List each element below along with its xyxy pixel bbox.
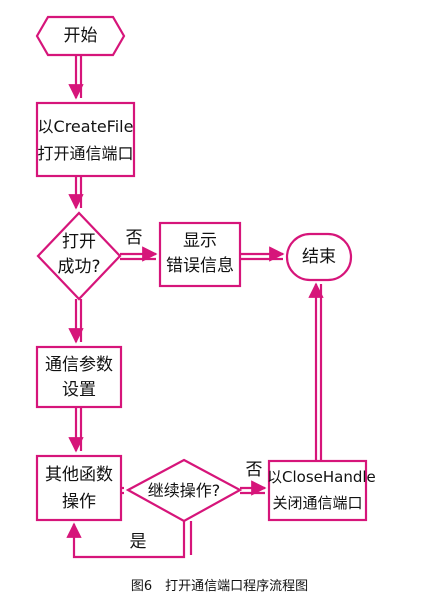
arrow-success-to-error (120, 246, 158, 262)
edge-label-no-2: 否 (245, 460, 263, 480)
arrow-other-to-continue (121, 486, 124, 495)
close-port-node (267, 459, 368, 522)
error-label-line1: 显示 (183, 231, 217, 251)
start-node (35, 15, 126, 57)
arrow-start-to-open (68, 55, 84, 100)
close-port-label-line1: 以CloseHandle (267, 468, 376, 486)
end-node (285, 232, 353, 282)
arrow-close-to-end (308, 282, 324, 461)
continue-label: 继续操作? (147, 481, 221, 500)
params-label-line2: 设置 (62, 380, 96, 400)
figure-caption: 图6 打开通信端口程序流程图 (130, 579, 309, 594)
arrow-params-to-other (68, 407, 84, 453)
edge-label-yes: 是 (129, 532, 147, 552)
end-label: 结束 (302, 247, 336, 267)
open-port-label-line2: 打开通信端口 (37, 144, 134, 163)
success-decision (36, 211, 122, 301)
open-port-label-line1: 以CreateFile (37, 117, 134, 136)
close-port-label-line2: 关闭通信端口 (272, 494, 363, 512)
start-label: 开始 (63, 26, 98, 46)
arrow-success-to-params (68, 299, 84, 344)
error-label-line2: 错误信息 (166, 256, 234, 276)
success-label-line1: 打开 (62, 232, 96, 252)
other-ops-label-line1: 其他函数 (45, 465, 113, 485)
params-node (35, 345, 123, 409)
arrow-error-to-end (240, 246, 285, 262)
open-port-node (35, 101, 136, 178)
other-ops-label-line2: 操作 (62, 492, 96, 512)
arrow-open-to-success (68, 176, 84, 210)
params-label-line1: 通信参数 (45, 355, 113, 375)
arrow-yes-loop (66, 521, 193, 559)
edge-label-no-1: 否 (125, 228, 143, 248)
success-label-line2: 成功? (57, 257, 101, 277)
arrow-continue-to-close (240, 480, 267, 496)
error-node (158, 221, 242, 288)
